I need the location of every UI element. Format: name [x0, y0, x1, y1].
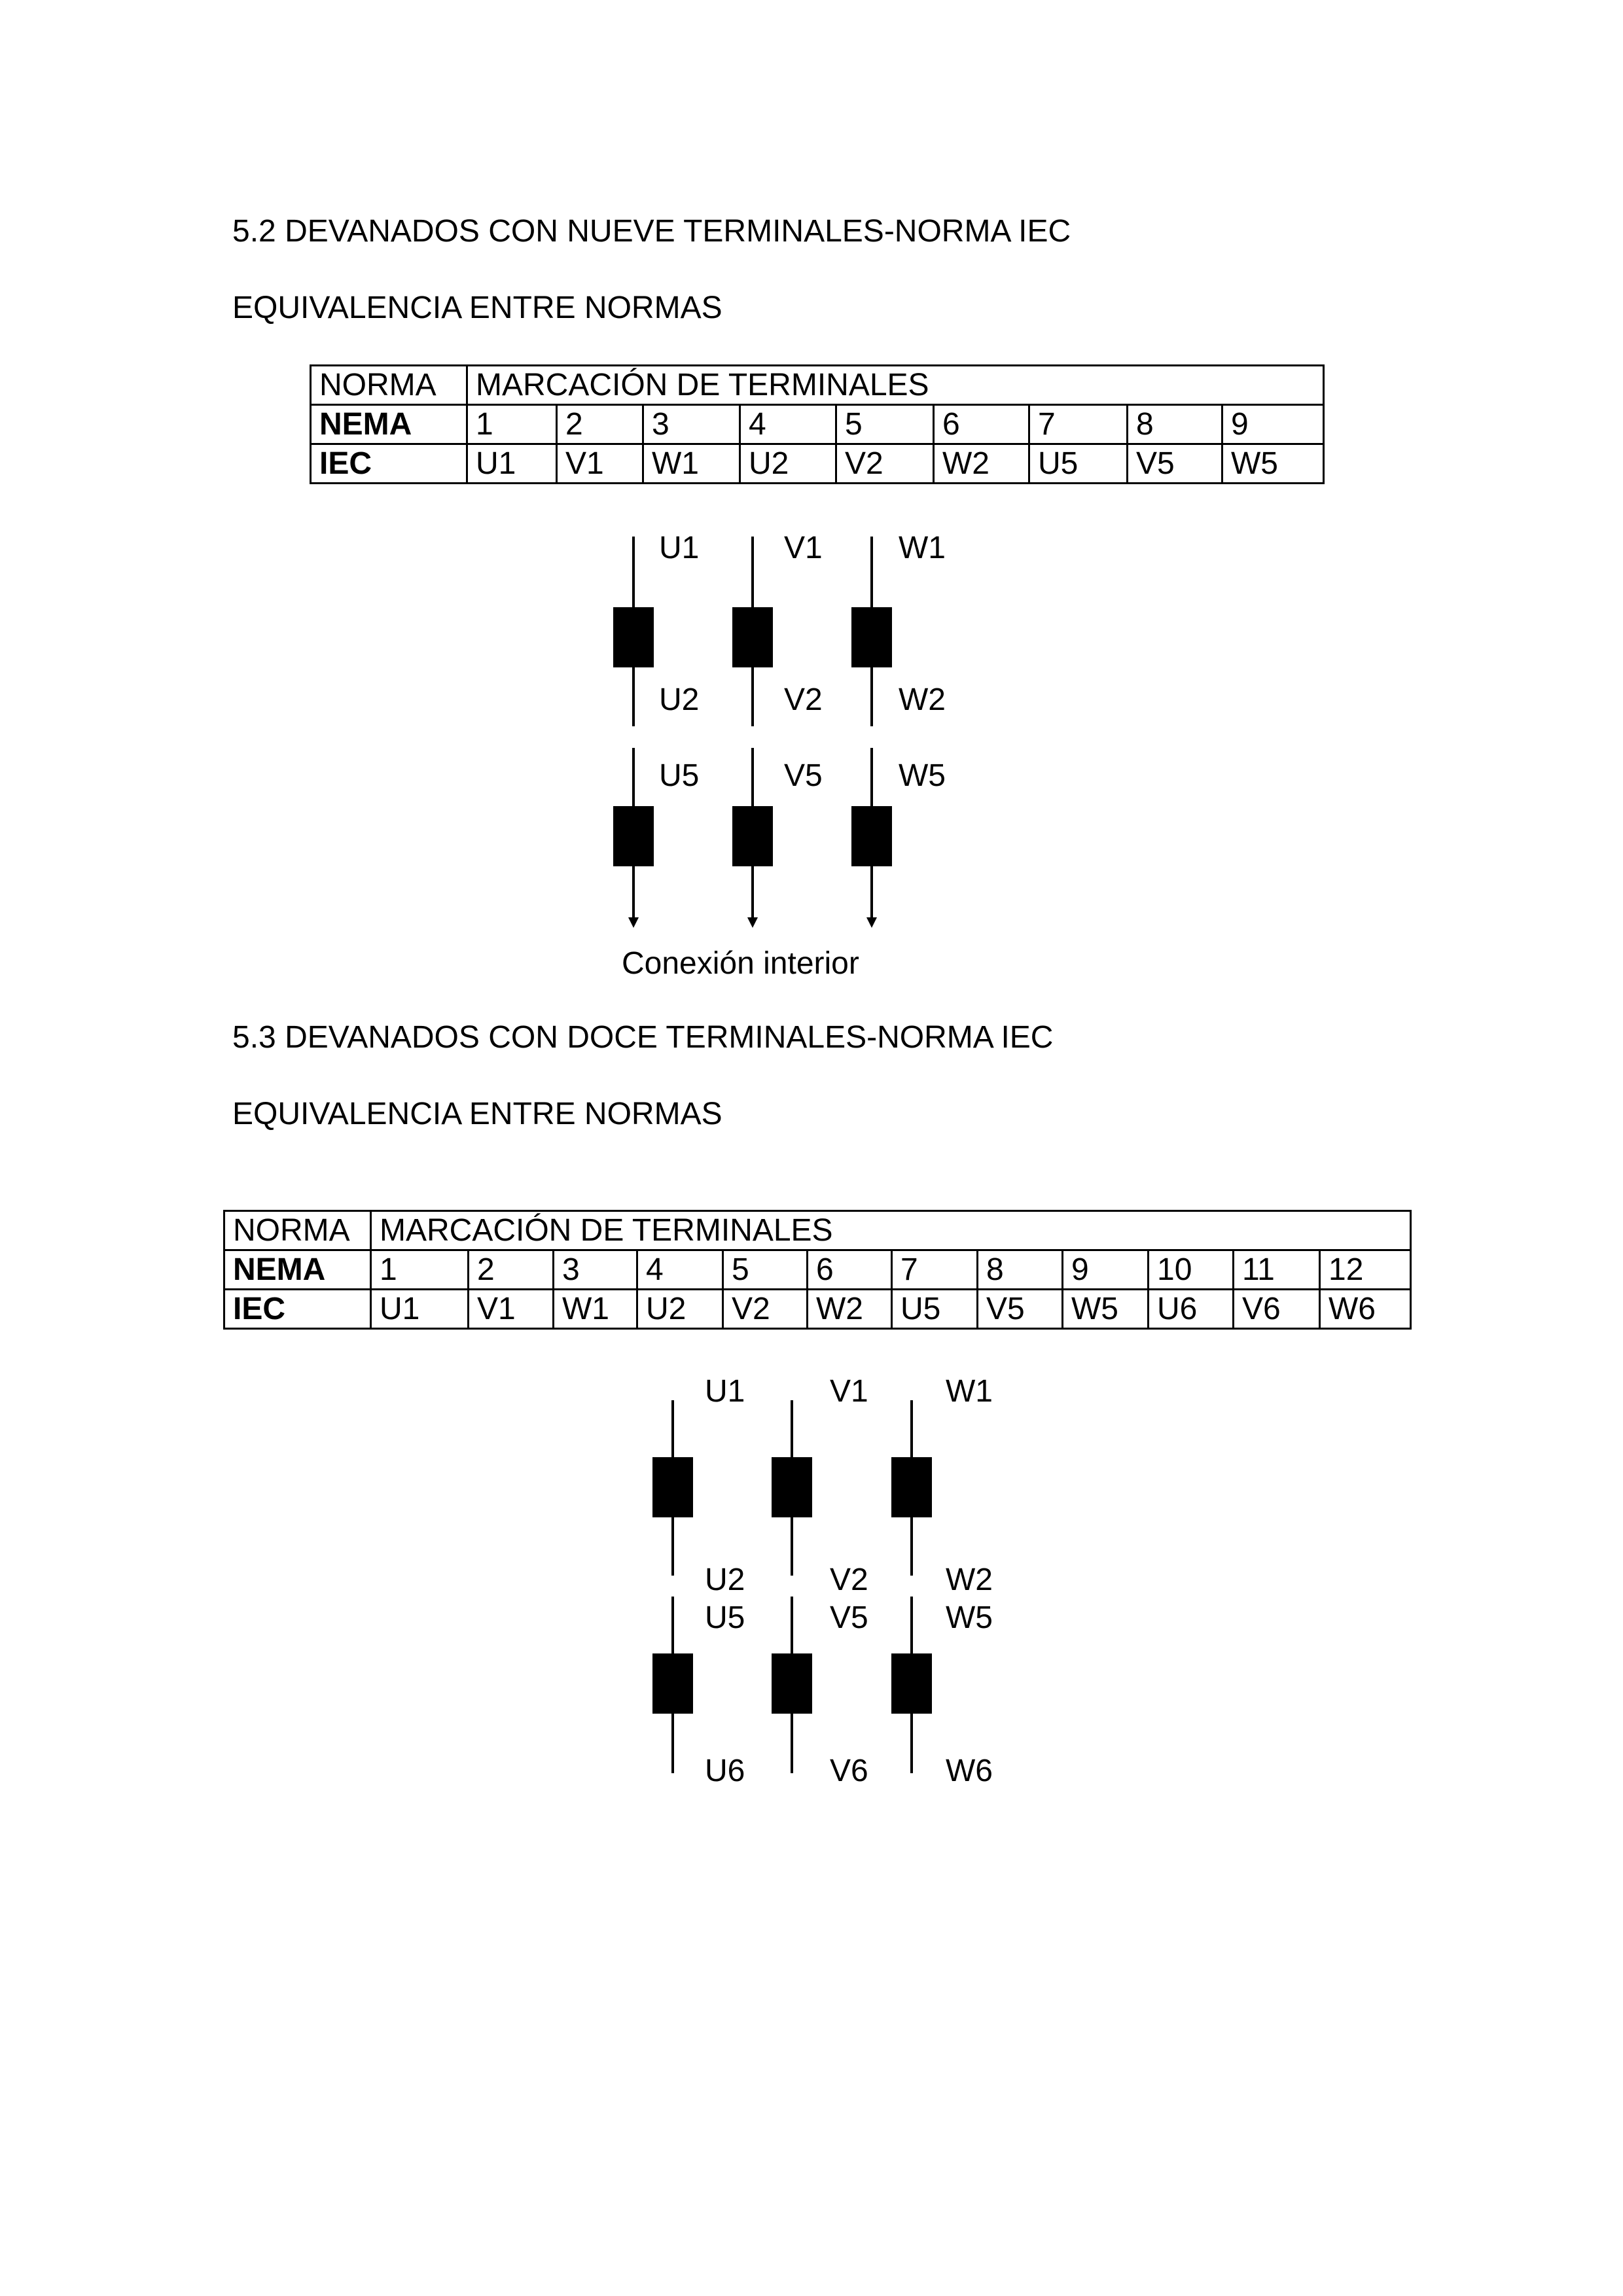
section-subtitle-twelve-terminals: EQUIVALENCIA ENTRE NORMAS	[232, 1097, 722, 1131]
terminal-label: W1	[946, 1374, 993, 1409]
table-cell: 3	[642, 404, 741, 445]
winding-coil	[851, 806, 892, 866]
terminal-label: V2	[830, 1563, 868, 1597]
table-cell: 11	[1232, 1249, 1321, 1290]
section-subtitle-nine-terminals: EQUIVALENCIA ENTRE NORMAS	[232, 291, 722, 325]
row-label: IEC	[310, 443, 468, 484]
table-cell: 4	[739, 404, 837, 445]
header-cell: MARCACIÓN DE TERMINALES	[369, 1210, 1412, 1251]
table-cell: 1	[370, 1249, 469, 1290]
table-cell: V6	[1232, 1288, 1321, 1330]
terminal-table-twelve: NORMA MARCACIÓN DE TERMINALES NEMA 1 2 3…	[223, 1210, 1412, 1330]
section-title-twelve-terminals: 5.3 DEVANADOS CON DOCE TERMINALES-NORMA …	[232, 1020, 1054, 1055]
table-cell: U2	[636, 1288, 724, 1330]
terminal-label: W6	[946, 1754, 993, 1788]
winding-coil	[851, 607, 892, 667]
winding-coil	[891, 1457, 932, 1517]
table-cell: 9	[1061, 1249, 1149, 1290]
winding-coil	[772, 1457, 812, 1517]
table-header-row: NORMA MARCACIÓN DE TERMINALES	[310, 364, 1325, 406]
table-cell: 7	[1028, 404, 1128, 445]
table-cell: U5	[1028, 443, 1128, 484]
table-cell: 5	[722, 1249, 808, 1290]
table-row-iec: IEC U1 V1 W1 U2 V2 W2 U5 V5 W5	[310, 443, 1325, 484]
table-header-row: NORMA MARCACIÓN DE TERMINALES	[223, 1210, 1412, 1251]
winding-coil	[652, 1457, 693, 1517]
terminal-label: U5	[705, 1600, 745, 1635]
terminal-label: V5	[830, 1600, 868, 1635]
table-cell: U5	[891, 1288, 978, 1330]
table-cell: 4	[636, 1249, 724, 1290]
header-cell: NORMA	[223, 1210, 372, 1251]
row-label: IEC	[223, 1288, 372, 1330]
terminal-label: V2	[784, 682, 823, 717]
table-cell: V2	[835, 443, 935, 484]
table-cell: V1	[556, 443, 644, 484]
table-cell: 6	[933, 404, 1030, 445]
table-cell: 1	[466, 404, 558, 445]
terminal-label: U2	[659, 682, 699, 717]
twelve-terminal-diagram: U1 V1 W1 U2 V2 W2 U5 V5 W5 U6 V6 W6	[652, 1374, 993, 1788]
table-cell: W5	[1061, 1288, 1149, 1330]
header-cell: NORMA	[310, 364, 468, 406]
terminal-table-nine: NORMA MARCACIÓN DE TERMINALES NEMA 1 2 3…	[310, 364, 1325, 484]
row-label: NEMA	[310, 404, 468, 445]
terminal-label: V1	[830, 1374, 868, 1409]
table-row-nema: NEMA 1 2 3 4 5 6 7 8 9 10 11 12	[223, 1249, 1412, 1290]
table-cell: 2	[467, 1249, 554, 1290]
winding-coil	[732, 806, 773, 866]
table-cell: W1	[552, 1288, 638, 1330]
table-cell: W2	[806, 1288, 893, 1330]
table-cell: 10	[1147, 1249, 1234, 1290]
table-cell: V1	[467, 1288, 554, 1330]
table-cell: 3	[552, 1249, 638, 1290]
terminal-label: U1	[659, 531, 699, 565]
table-cell: W2	[933, 443, 1030, 484]
table-cell: 6	[806, 1249, 893, 1290]
terminal-label: U5	[659, 758, 699, 793]
section-title-nine-terminals: 5.2 DEVANADOS CON NUEVE TERMINALES-NORMA…	[232, 214, 1071, 249]
row-label: NEMA	[223, 1249, 372, 1290]
terminal-label: W1	[899, 531, 946, 565]
table-cell: U6	[1147, 1288, 1234, 1330]
terminal-label: V5	[784, 758, 823, 793]
table-cell: W5	[1221, 443, 1325, 484]
winding-coil	[891, 1653, 932, 1714]
table-cell: V5	[976, 1288, 1063, 1330]
table-cell: W1	[642, 443, 741, 484]
terminal-label: U1	[705, 1374, 745, 1409]
winding-coil	[772, 1653, 812, 1714]
table-cell: U1	[466, 443, 558, 484]
terminal-label: U6	[705, 1754, 745, 1788]
table-cell: U1	[370, 1288, 469, 1330]
terminal-label: W5	[899, 758, 946, 793]
terminal-label: W2	[946, 1563, 993, 1597]
terminal-label: V1	[784, 531, 823, 565]
winding-coil	[652, 1653, 693, 1714]
table-cell: 7	[891, 1249, 978, 1290]
table-cell: 5	[835, 404, 935, 445]
winding-coil	[732, 607, 773, 667]
terminal-label: V6	[830, 1754, 868, 1788]
table-row-iec: IEC U1 V1 W1 U2 V2 W2 U5 V5 W5 U6 V6 W6	[223, 1288, 1412, 1330]
header-cell: MARCACIÓN DE TERMINALES	[465, 364, 1325, 406]
nine-terminal-diagram: U1 V1 W1 U2 V2 W2 U5 V5 W5 Conexión inte…	[613, 531, 946, 981]
terminal-label: W2	[899, 682, 946, 717]
table-cell: 8	[976, 1249, 1063, 1290]
terminal-label: U2	[705, 1563, 745, 1597]
table-cell: 9	[1221, 404, 1325, 445]
table-cell: U2	[739, 443, 837, 484]
table-cell: W6	[1318, 1288, 1412, 1330]
terminal-label: W5	[946, 1600, 993, 1635]
table-cell: V5	[1126, 443, 1223, 484]
table-cell: 8	[1126, 404, 1223, 445]
table-cell: 2	[556, 404, 644, 445]
diagram-caption: Conexión interior	[622, 946, 859, 981]
table-cell: 12	[1318, 1249, 1412, 1290]
table-cell: V2	[722, 1288, 808, 1330]
winding-coil	[613, 806, 654, 866]
table-row-nema: NEMA 1 2 3 4 5 6 7 8 9	[310, 404, 1325, 445]
winding-coil	[613, 607, 654, 667]
